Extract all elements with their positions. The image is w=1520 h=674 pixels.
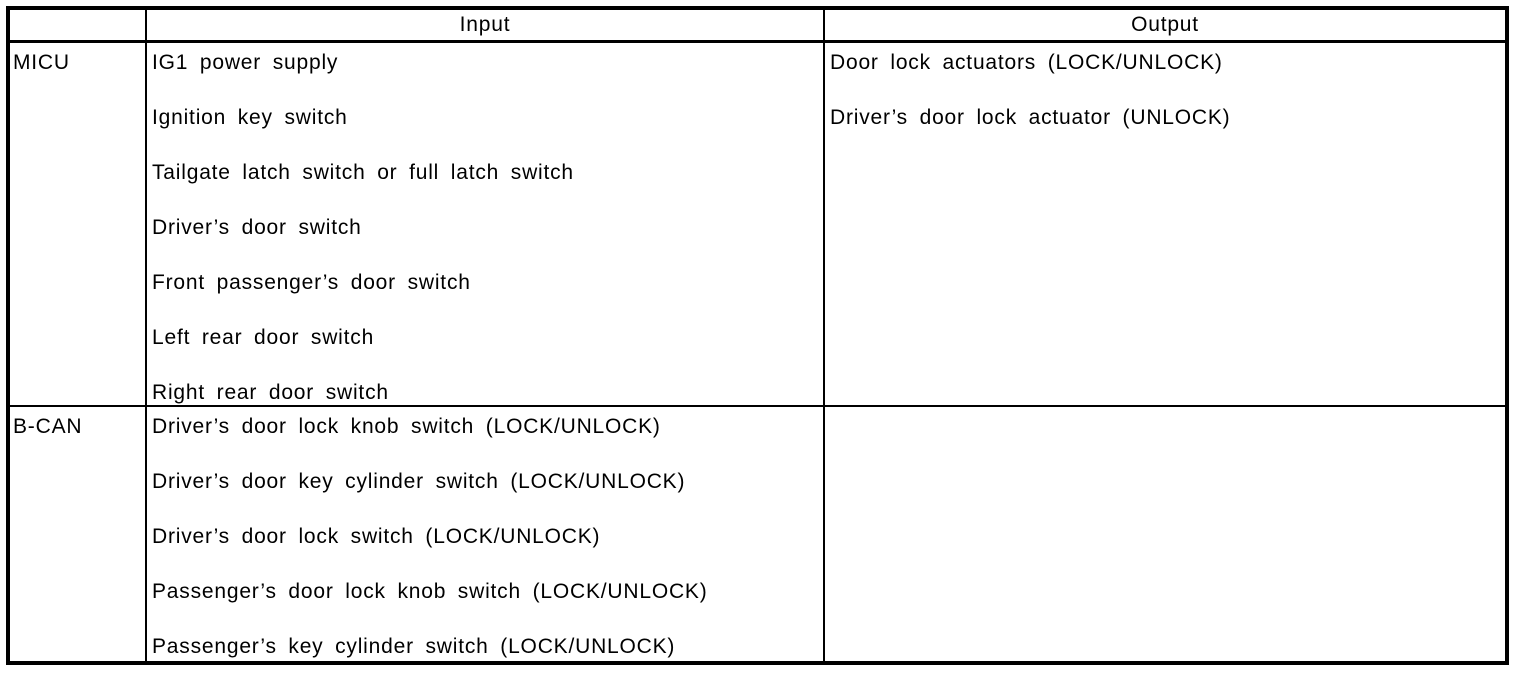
- output-cell: Door lock actuators (LOCK/UNLOCK) Driver’…: [823, 43, 1505, 407]
- input-item: Driver’s door lock switch (LOCK/UNLOCK): [152, 525, 601, 548]
- input-item: Driver’s door lock knob switch (LOCK/UNL…: [152, 415, 661, 438]
- row-label: MICU: [13, 51, 70, 74]
- input-item: Driver’s door switch: [152, 216, 362, 239]
- input-item: Right rear door switch: [152, 381, 389, 404]
- input-item: Driver’s door key cylinder switch (LOCK/…: [152, 470, 686, 493]
- input-item: Ignition key switch: [152, 106, 348, 129]
- output-item: Door lock actuators (LOCK/UNLOCK): [830, 51, 1223, 74]
- output-cell: [823, 407, 1505, 661]
- input-item: Tailgate latch switch or full latch swit…: [152, 161, 574, 184]
- input-item: IG1 power supply: [152, 51, 339, 74]
- input-item: Front passenger’s door switch: [152, 271, 471, 294]
- row-label-cell: B-CAN: [10, 407, 145, 661]
- row-label-cell: MICU: [10, 43, 145, 407]
- input-item: Passenger’s key cylinder switch (LOCK/UN…: [152, 635, 676, 658]
- header-output-cell: Output: [823, 10, 1505, 43]
- input-item: Passenger’s door lock knob switch (LOCK/…: [152, 580, 708, 603]
- row-label: B-CAN: [13, 415, 83, 438]
- output-item: Driver’s door lock actuator (UNLOCK): [830, 106, 1231, 129]
- input-item: Left rear door switch: [152, 326, 375, 349]
- header-spacer-cell: [10, 10, 145, 43]
- input-cell: Driver’s door lock knob switch (LOCK/UNL…: [145, 407, 823, 661]
- header-input-cell: Input: [145, 10, 823, 43]
